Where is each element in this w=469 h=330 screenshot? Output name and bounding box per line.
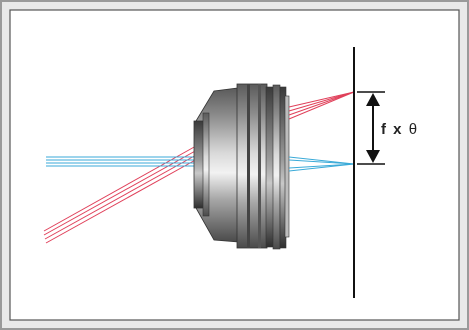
lens-assembly bbox=[193, 83, 290, 250]
red-incoming-rays bbox=[43, 145, 200, 244]
distance-arrow bbox=[357, 91, 385, 165]
label-f: f bbox=[381, 121, 387, 138]
label-x: x bbox=[393, 121, 402, 138]
red-outgoing-rays bbox=[288, 91, 355, 120]
blue-outgoing-rays bbox=[288, 156, 355, 172]
label-theta: θ bbox=[409, 121, 417, 138]
blue-incoming-rays bbox=[46, 156, 196, 167]
focal-length-label: f x θ bbox=[381, 121, 417, 138]
